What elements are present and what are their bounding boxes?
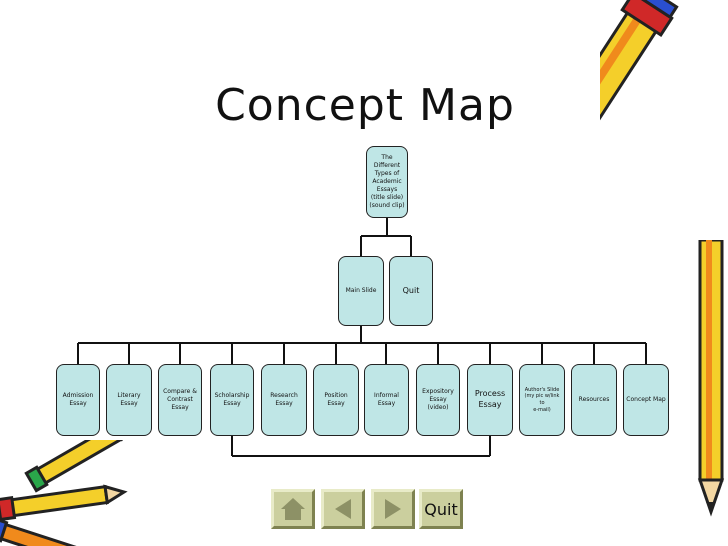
node-informal-essay[interactable]: Informal Essay: [364, 364, 409, 436]
node-admission-essay[interactable]: Admission Essay: [56, 364, 100, 436]
home-icon: [281, 498, 305, 520]
node-root[interactable]: The Different Types of Academic Essays (…: [366, 146, 408, 218]
node-process-essay[interactable]: Process Essay: [467, 364, 513, 436]
node-concept-map[interactable]: Concept Map: [623, 364, 669, 436]
home-button[interactable]: [271, 489, 315, 529]
pencil-edge-icon: [697, 240, 725, 517]
forward-arrow-icon: [385, 499, 401, 519]
node-literary-essay[interactable]: Literary Essay: [106, 364, 152, 436]
forward-button[interactable]: [371, 489, 415, 529]
node-expository-essay[interactable]: Expository Essay (video): [416, 364, 460, 436]
pencils-icon: [0, 440, 137, 546]
node-research-essay[interactable]: Research Essay: [261, 364, 307, 436]
node-main-slide[interactable]: Main Slide: [338, 256, 384, 326]
pencil-icon: [600, 0, 679, 133]
page-title: Concept Map: [215, 80, 515, 131]
node-authors-slide[interactable]: Author's Slide (my pic w/link to e-mail): [519, 364, 565, 436]
back-button[interactable]: [321, 489, 365, 529]
node-scholarship-essay[interactable]: Scholarship Essay: [210, 364, 254, 436]
node-resources[interactable]: Resources: [571, 364, 617, 436]
node-quit[interactable]: Quit: [389, 256, 433, 326]
node-position-essay[interactable]: Position Essay: [313, 364, 359, 436]
quit-button[interactable]: Quit: [419, 489, 463, 529]
node-compare-contrast-essay[interactable]: Compare & Contrast Essay: [158, 364, 202, 436]
back-arrow-icon: [335, 499, 351, 519]
